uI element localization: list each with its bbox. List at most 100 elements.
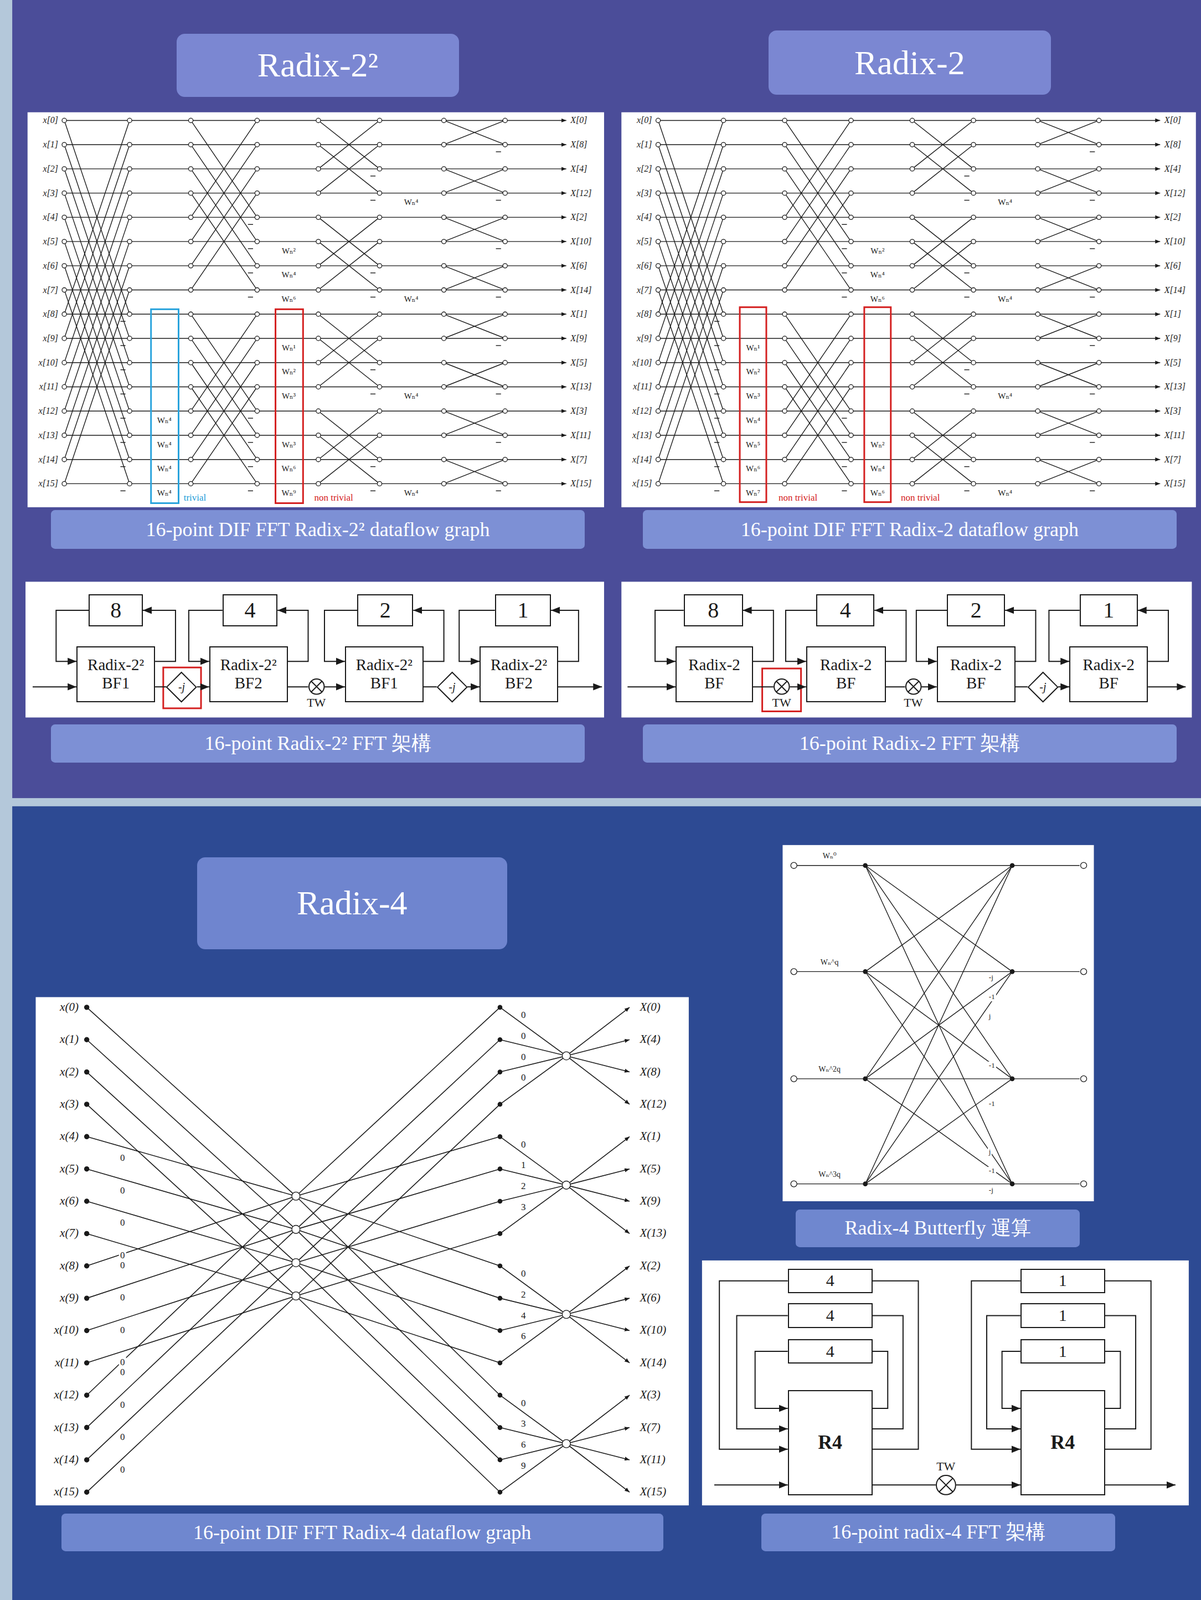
graph-node <box>62 433 67 438</box>
signal-line <box>318 483 380 484</box>
signal-line <box>723 217 786 218</box>
signal-line <box>566 1313 630 1363</box>
input-label: x[13] <box>38 430 59 441</box>
signal-line <box>444 483 506 484</box>
twiddle-exponent: 0 <box>119 1184 127 1196</box>
minus-sign <box>841 224 847 225</box>
output-label: X[5] <box>570 357 587 368</box>
signal-line <box>129 240 192 242</box>
signal-line <box>784 168 852 266</box>
signal-line <box>784 143 852 145</box>
graph-node <box>848 191 854 196</box>
graph-node <box>188 166 194 172</box>
graph-node <box>441 457 447 462</box>
input-label: x[14] <box>38 454 59 465</box>
signal-line <box>86 1295 297 1492</box>
signal-line <box>851 434 913 436</box>
graph-node <box>502 360 508 365</box>
signal-line <box>64 143 130 145</box>
signal-line <box>723 459 786 460</box>
output-label: X[10] <box>1164 236 1186 247</box>
butterfly-box: R4 <box>787 1389 873 1496</box>
signal-line <box>318 410 380 460</box>
graph-node <box>562 1439 571 1448</box>
graph-node <box>377 433 382 438</box>
signal-line <box>658 193 724 388</box>
minus-sign <box>841 248 847 249</box>
signal-line <box>784 193 852 291</box>
minus-sign <box>1089 393 1095 395</box>
signal-line <box>191 338 258 436</box>
graph-node <box>441 117 447 123</box>
signal-line <box>64 265 130 460</box>
node-text: Radix-2 BF <box>1074 655 1143 693</box>
output-label: X[14] <box>570 285 592 296</box>
twiddle-exponent: 0 <box>519 1072 528 1084</box>
graph-node <box>848 457 854 462</box>
signal-line <box>658 144 724 339</box>
twiddle-label: Wₙ^3q <box>817 1169 842 1179</box>
graph-node <box>188 311 194 317</box>
signal-line <box>504 483 567 484</box>
signal-line <box>86 1071 297 1263</box>
signal-line <box>444 168 506 194</box>
graph-node <box>188 142 194 147</box>
input-label: x(8) <box>59 1259 79 1272</box>
signal-line <box>86 1229 297 1428</box>
node-text: 16-point DIF FFT Radix-2² dataflow graph <box>145 517 490 541</box>
minus-sign <box>841 272 847 273</box>
graph-node <box>1096 336 1102 341</box>
input-label: x[12] <box>38 405 59 416</box>
output-label: X(3) <box>639 1388 661 1402</box>
signal-line <box>444 120 506 145</box>
graph-node <box>188 263 194 268</box>
graph-node <box>502 142 508 147</box>
delay-box: 4 <box>787 1338 873 1364</box>
signal-line <box>658 434 724 436</box>
signal-line <box>1037 459 1100 484</box>
graph-node <box>782 287 787 293</box>
graph-node <box>790 862 797 869</box>
minus-sign <box>248 441 254 443</box>
signal-line <box>256 240 319 242</box>
graph-node <box>1096 263 1102 268</box>
input-label: x[11] <box>632 382 652 393</box>
multiplier-circle <box>936 1475 956 1495</box>
graph-node <box>127 360 132 365</box>
graph-node <box>502 457 508 462</box>
signal-line <box>973 459 1038 460</box>
graph-node <box>1080 968 1087 975</box>
minus-sign <box>714 417 720 419</box>
twiddle-label: Wₙ⁶ <box>280 294 298 304</box>
signal-line <box>295 1104 501 1296</box>
signal-line <box>318 410 380 412</box>
sign-label: j <box>987 1147 993 1156</box>
signal-line <box>191 313 258 411</box>
signal-line <box>129 217 192 218</box>
signal-line <box>784 483 852 484</box>
signal-line <box>191 338 258 436</box>
highlight-box <box>739 307 767 503</box>
multiplier-label: TW <box>770 696 792 709</box>
graph-node <box>1096 408 1102 414</box>
signal-line <box>379 265 445 266</box>
butterfly-box: R4 <box>1020 1389 1106 1496</box>
signal-line <box>444 362 506 388</box>
signal-wire <box>885 686 906 688</box>
twiddle-exponent: 0 <box>519 1268 528 1280</box>
output-label: X[11] <box>570 430 591 441</box>
minus-sign <box>248 466 254 467</box>
signal-line <box>911 313 974 363</box>
graph-node <box>502 263 508 268</box>
highlight-box <box>275 308 304 503</box>
twiddle-exponent: 4 <box>519 1310 528 1321</box>
signal-line <box>295 1262 501 1460</box>
signal-line <box>865 1183 1013 1184</box>
signal-line <box>911 241 974 290</box>
signal-line <box>256 434 319 436</box>
node-text: Radix-2² BF2 <box>214 655 283 693</box>
minus-sign <box>841 417 847 419</box>
graph-node <box>782 408 787 414</box>
graph-node <box>721 481 726 486</box>
signal-line <box>566 1055 630 1105</box>
